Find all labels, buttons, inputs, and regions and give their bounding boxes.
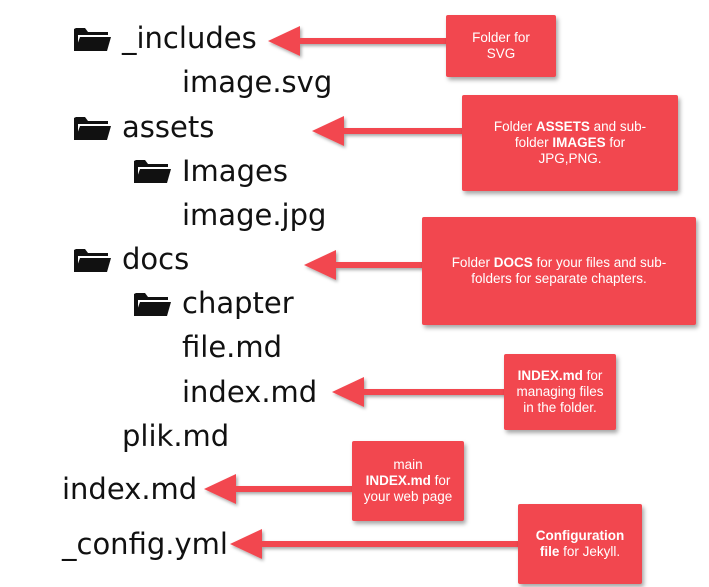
callout-keyword: file bbox=[539, 544, 560, 559]
callout-text: JPG,PNG. bbox=[538, 151, 602, 166]
tree-item-file-md: file.md bbox=[182, 330, 283, 364]
callout-docs-folder: Folder DOCS for your files and sub- fold… bbox=[422, 217, 696, 325]
folder-icon bbox=[134, 293, 171, 316]
callout-config: Configuration file for Jekyll. bbox=[518, 504, 642, 584]
callout-keyword: INDEX.md bbox=[365, 473, 431, 488]
tree-item-plik-md: plik.md bbox=[122, 419, 230, 453]
arrow-to-assets bbox=[312, 116, 464, 146]
arrow-to-docs bbox=[304, 250, 424, 280]
callout-text: for bbox=[582, 368, 603, 383]
callout-keyword: ASSETS bbox=[535, 119, 590, 134]
folder-icon bbox=[134, 160, 171, 183]
callout-assets-folder: Folder ASSETS and sub- folder IMAGES for… bbox=[462, 95, 678, 191]
tree-item-image-jpg: image.jpg bbox=[182, 198, 327, 232]
arrow-to-index-docs bbox=[332, 377, 506, 407]
callout-text: for bbox=[605, 135, 626, 150]
tree-item-image-svg: image.svg bbox=[182, 65, 333, 99]
callout-index-root: main INDEX.md for your web page bbox=[352, 441, 464, 521]
callout-text: for your files and sub- bbox=[532, 255, 667, 270]
arrow-to-config bbox=[230, 529, 520, 559]
callout-svg-folder: Folder for SVG bbox=[446, 15, 556, 77]
callout-text: Folder bbox=[493, 119, 536, 134]
callout-keyword: DOCS bbox=[493, 255, 533, 270]
folder-icon bbox=[74, 249, 111, 272]
callout-keyword: Configuration bbox=[535, 528, 625, 543]
callout-text: folders for separate chapters. bbox=[471, 271, 647, 286]
callout-text: in the folder. bbox=[523, 400, 597, 415]
folder-icon bbox=[74, 117, 111, 140]
tree-item-includes: _includes bbox=[122, 21, 257, 55]
arrow-to-index-root bbox=[204, 474, 352, 504]
callout-keyword: INDEX.md bbox=[517, 368, 583, 383]
callout-index-docs: INDEX.md for managing files in the folde… bbox=[504, 354, 616, 430]
tree-item-index-md-docs: index.md bbox=[182, 375, 318, 409]
tree-item-index-md-root: index.md bbox=[62, 472, 198, 506]
tree-item-config: _config.yml bbox=[62, 527, 228, 561]
arrow-to-includes bbox=[268, 26, 448, 56]
folder-icon bbox=[74, 28, 111, 51]
callout-text: and sub- bbox=[589, 119, 647, 134]
tree-item-images: Images bbox=[182, 154, 288, 188]
callout-text: your web page bbox=[363, 489, 453, 504]
callout-text: main bbox=[393, 457, 423, 472]
callout-text: managing files bbox=[516, 384, 604, 399]
callout-text: folder bbox=[514, 135, 553, 150]
callout-text: Folder bbox=[451, 255, 494, 270]
callout-text: for bbox=[430, 473, 451, 488]
callout-text: Folder for bbox=[472, 30, 530, 45]
tree-item-docs: docs bbox=[122, 242, 190, 276]
callout-keyword: IMAGES bbox=[552, 135, 606, 150]
tree-item-chapter: chapter bbox=[182, 286, 294, 320]
callout-text: SVG bbox=[486, 46, 516, 61]
callout-text: for Jekyll. bbox=[559, 544, 621, 559]
tree-item-assets: assets bbox=[122, 110, 215, 144]
